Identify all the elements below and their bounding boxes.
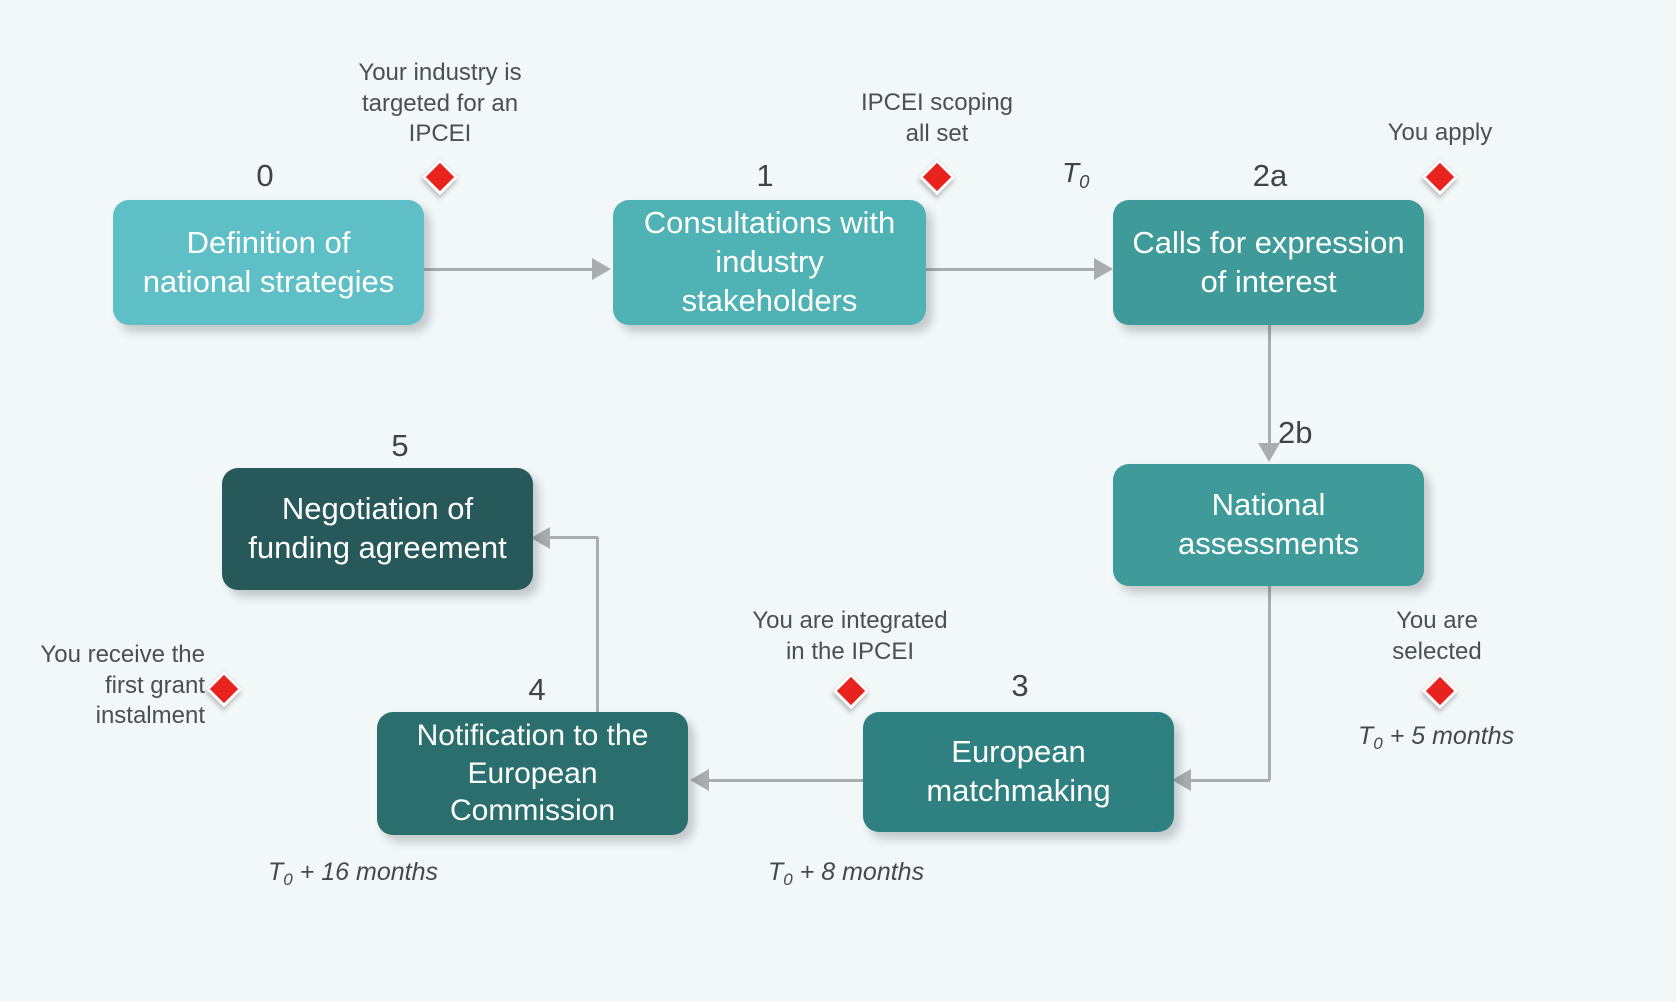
node-label: European matchmaking — [926, 734, 1111, 808]
connector-4-to-5-vertical — [596, 537, 599, 717]
time-label-rest: + 5 months — [1382, 722, 1515, 750]
connector-4-to-5-horizontal — [548, 536, 598, 539]
node-definition-of-national-strategies[interactable]: Definition of national strategies — [113, 200, 424, 325]
milestone-label-you-apply: You apply — [1387, 119, 1493, 146]
arrowhead-0-to-1 — [592, 258, 611, 280]
step-number-2b: 2b — [1278, 415, 1313, 450]
connector-2b-to-3-horizontal — [1178, 779, 1270, 782]
time-label-t0-plus-16: T0 + 16 months — [268, 858, 438, 889]
milestone-label-you-are-selected: You are selected — [1392, 607, 1482, 665]
milestone-diamond-integrated-ipcei — [832, 672, 870, 710]
node-notification-to-the-european-commission[interactable]: Notification to the European Commission — [377, 712, 688, 835]
milestone-diamond-industry-targeted — [421, 158, 459, 196]
milestone-label-scoping-set: IPCEI scoping all set — [860, 89, 1014, 147]
node-label: Calls for expression of interest — [1132, 224, 1405, 299]
time-label-sub: 0 — [783, 869, 793, 889]
connector-2a-to-2b — [1268, 325, 1271, 450]
step-number-4: 4 — [528, 672, 546, 707]
milestone-diamond-you-are-selected — [1421, 672, 1459, 710]
step-number-5: 5 — [391, 428, 409, 463]
time-label-base: T — [768, 858, 784, 886]
time-label-rest: + 8 months — [792, 858, 925, 886]
time-label-t0-base: T — [1062, 157, 1080, 188]
connector-2b-to-3-vertical — [1268, 585, 1271, 780]
step-number-0: 0 — [256, 158, 274, 193]
time-label-rest: + 16 months — [292, 858, 438, 886]
node-label: Notification to the European Commission — [416, 719, 649, 828]
node-label: Negotiation of funding agreement — [248, 491, 507, 565]
step-number-1: 1 — [756, 158, 774, 193]
arrowhead-3-to-4 — [690, 769, 709, 791]
milestone-diamond-first-grant — [205, 670, 243, 708]
time-label-sub: 0 — [283, 869, 293, 889]
time-label-base: T — [1358, 722, 1374, 750]
node-label: Definition of national strategies — [142, 224, 395, 299]
connector-3-to-4 — [706, 779, 866, 782]
milestone-label-industry-targeted: Your industry is targeted for an IPCEI — [358, 59, 522, 148]
node-label: Consultations with industry stakeholders — [643, 205, 896, 318]
milestone-diamond-scoping-set — [918, 158, 956, 196]
arrowhead-4-to-5 — [531, 527, 550, 549]
node-european-matchmaking[interactable]: European matchmaking — [863, 712, 1174, 832]
arrowhead-1-to-2a — [1094, 258, 1113, 280]
time-label-t0-plus-5: T0 + 5 months — [1358, 722, 1515, 753]
milestone-label-integrated-ipcei: You are integrated in the IPCEI — [752, 607, 948, 665]
node-national-assessments[interactable]: National assessments — [1113, 464, 1424, 586]
connector-1-to-2a — [926, 268, 1096, 271]
time-label-base: T — [268, 858, 284, 886]
time-label-t0-sub: 0 — [1079, 170, 1090, 192]
node-consultations-with-industry-stakeholders[interactable]: Consultations with industry stakeholders — [613, 200, 926, 325]
time-label-t0-plus-8: T0 + 8 months — [768, 858, 925, 889]
node-calls-for-expression-of-interest[interactable]: Calls for expression of interest — [1113, 200, 1424, 325]
time-label-t0: T0 — [1062, 157, 1090, 192]
time-label-sub: 0 — [1373, 733, 1383, 753]
step-number-3: 3 — [1011, 668, 1029, 703]
step-number-2a: 2a — [1252, 158, 1288, 193]
connector-0-to-1 — [424, 268, 594, 271]
node-negotiation-of-funding-agreement[interactable]: Negotiation of funding agreement — [222, 468, 533, 590]
node-label: National assessments — [1178, 487, 1359, 561]
arrowhead-2b-to-3 — [1172, 769, 1191, 791]
milestone-diamond-you-apply — [1421, 158, 1459, 196]
milestone-label-first-grant: You receive the first grant instalment — [40, 641, 205, 730]
arrowhead-2a-to-2b — [1258, 443, 1280, 462]
